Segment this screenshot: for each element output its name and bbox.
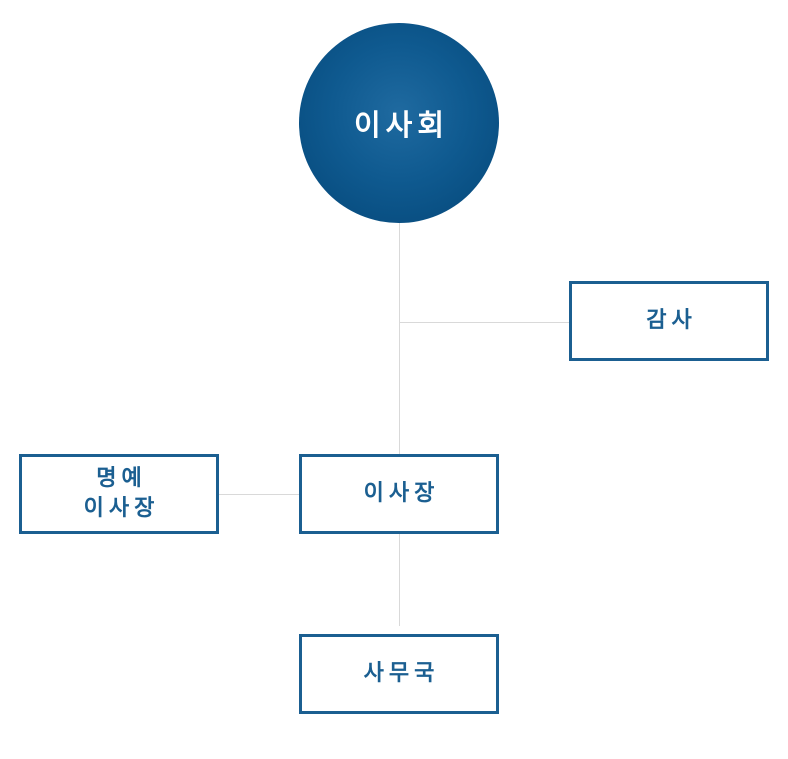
chairman-label: 이사장 xyxy=(363,481,440,506)
connector-board-to-chairman xyxy=(399,223,400,455)
chairman-node: 이사장 xyxy=(299,454,499,534)
board-label: 이사회 xyxy=(353,108,450,142)
honorary-chairman-label-line1: 명예 xyxy=(96,466,147,491)
honorary-chairman-node: 명예 이사장 xyxy=(19,454,219,534)
board-node: 이사회 xyxy=(299,23,499,223)
connector-to-auditor xyxy=(399,322,570,323)
auditor-label: 감사 xyxy=(646,308,697,333)
secretariat-label: 사무국 xyxy=(363,661,440,686)
auditor-node: 감사 xyxy=(569,281,769,361)
secretariat-node: 사무국 xyxy=(299,634,499,714)
connector-chairman-to-secretariat xyxy=(399,533,400,626)
connector-chairman-to-honorary xyxy=(218,494,300,495)
honorary-chairman-label-line2: 이사장 xyxy=(83,496,160,521)
